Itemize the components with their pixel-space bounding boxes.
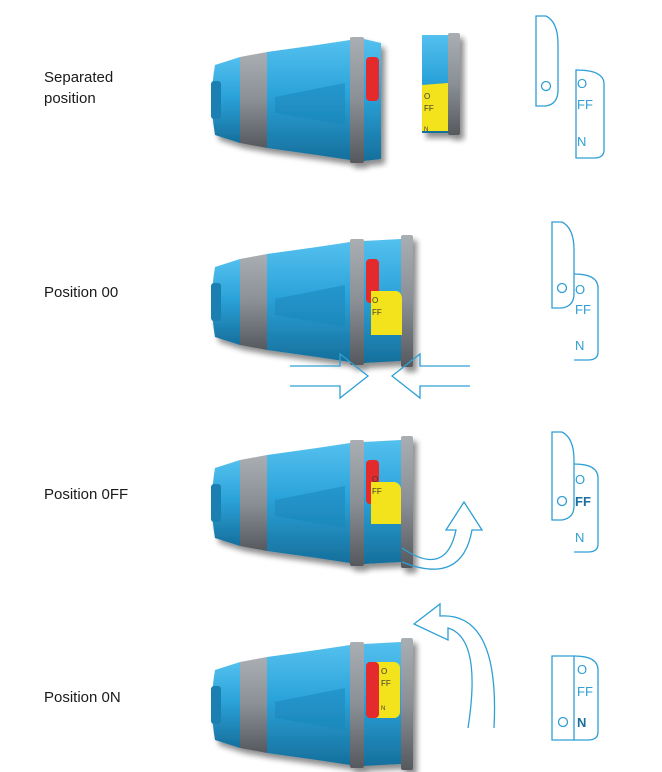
plug-position-0n: O FF N [211, 638, 413, 770]
badge-separated [535, 15, 605, 159]
rotate-down-arrow-icon [412, 602, 496, 729]
badge-text-ff: FF [575, 494, 591, 509]
label-separated-position: Separated position [44, 69, 114, 107]
plug-text-n: N [424, 127, 428, 133]
badge-text-o: O [575, 282, 585, 297]
label-position-0n: Position 0N [44, 689, 121, 706]
plug-text-ff: FF [424, 104, 434, 113]
plug-text-ff: FF [372, 308, 382, 317]
rotate-up-arrow-icon [401, 500, 484, 570]
badge-text-ff: FF [577, 684, 593, 699]
badge-position-00 [551, 221, 599, 361]
plug-text-ff: FF [372, 487, 382, 496]
plug-text-n: N [381, 706, 385, 712]
arrow-left-icon [390, 352, 470, 400]
badge-text-ff: FF [577, 97, 593, 112]
badge-text-n: N [577, 134, 586, 149]
red-window [366, 57, 379, 101]
badge-text-ff: FF [575, 302, 591, 317]
plug-text-o: O [372, 296, 378, 305]
plug-position-0ff: O FF [211, 436, 413, 568]
badge-text-n: N [575, 530, 584, 545]
badge-text-o: O [577, 76, 587, 91]
plug-text-ff: FF [381, 679, 391, 688]
badge-text-n: N [575, 338, 584, 353]
plug-text-o: O [424, 92, 430, 101]
plug-text-o: O [381, 667, 387, 676]
plug-text-o: O [372, 475, 378, 484]
plug-position-00: O FF [211, 235, 413, 367]
badge-text-o: O [575, 472, 585, 487]
socket-separated: O FF N [422, 33, 460, 135]
badge-position-0n [551, 655, 599, 741]
badge-text-n: N [577, 715, 586, 730]
label-position-0ff: Position 0FF [44, 486, 129, 503]
badge-text-o: O [577, 662, 587, 677]
arrow-right-icon [290, 352, 370, 400]
label-position-00: Position 00 [44, 284, 119, 301]
plug-separated [211, 37, 381, 163]
badge-position-0ff [551, 431, 599, 553]
